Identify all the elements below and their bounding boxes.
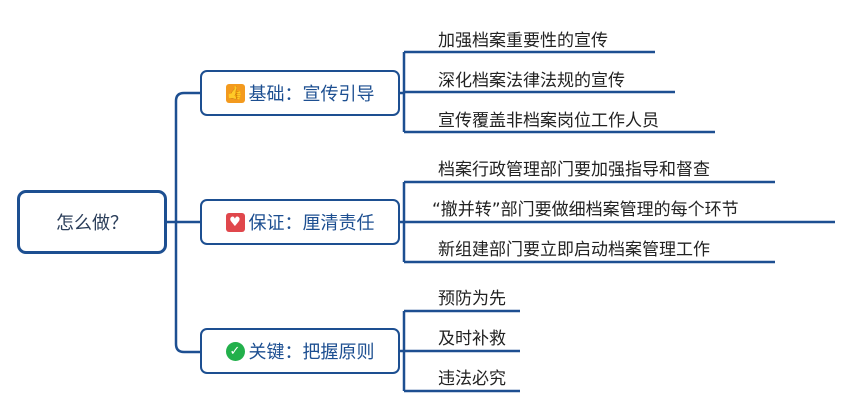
heart-icon: ♥ [225, 212, 245, 232]
leaf-node[interactable]: 预防为先 [438, 289, 506, 309]
leaf-node[interactable]: “撤并转”部门要做细档案管理的每个环节 [432, 200, 739, 220]
root-label: 怎么做？ [56, 213, 128, 234]
leaf-node[interactable]: 宣传覆盖非档案岗位工作人员 [438, 111, 659, 131]
branch-node-key[interactable]: ✓ 关键：把握原则 [200, 328, 400, 374]
branch-node-basis[interactable]: 👍 基础：宣传引导 [200, 70, 400, 116]
leaf-node[interactable]: 档案行政管理部门要加强指导和督查 [438, 160, 710, 180]
leaf-node[interactable]: 违法必究 [438, 369, 506, 389]
thumbs-up-icon: 👍 [225, 83, 245, 103]
branch-3-connector [400, 309, 520, 393]
branch-label: 基础：宣传引导 [248, 84, 375, 105]
leaf-node[interactable]: 新组建部门要立即启动档案管理工作 [438, 240, 710, 260]
trunk-connector [167, 91, 200, 354]
branch-1-connector [400, 50, 715, 134]
branch-2-connector [400, 180, 835, 264]
branch-label: 保证：厘清责任 [248, 213, 375, 234]
root-node[interactable]: 怎么做？ [17, 190, 167, 254]
branch-label: 关键：把握原则 [248, 342, 375, 363]
check-circle-icon: ✓ [225, 341, 245, 361]
leaf-node[interactable]: 深化档案法律法规的宣传 [438, 71, 625, 91]
leaf-node[interactable]: 及时补救 [438, 329, 506, 349]
leaf-node[interactable]: 加强档案重要性的宣传 [438, 31, 608, 51]
branch-node-guarantee[interactable]: ♥ 保证：厘清责任 [200, 199, 400, 245]
